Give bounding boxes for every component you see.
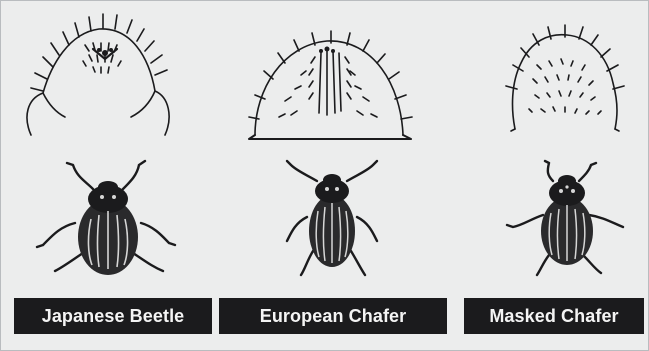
- label-japanese-beetle: Japanese Beetle: [14, 298, 212, 334]
- japanese-beetle-icon: [13, 5, 213, 295]
- specimen-european-chafer: [235, 5, 435, 295]
- label-european-chafer: European Chafer: [219, 298, 447, 334]
- masked-chafer-icon: [457, 5, 646, 295]
- european-chafer-icon: [235, 5, 435, 295]
- label-masked-chafer: Masked Chafer: [464, 298, 644, 334]
- specimen-japanese-beetle: [13, 5, 213, 295]
- specimen-illustrations: [5, 5, 646, 295]
- specimen-masked-chafer: [457, 5, 646, 295]
